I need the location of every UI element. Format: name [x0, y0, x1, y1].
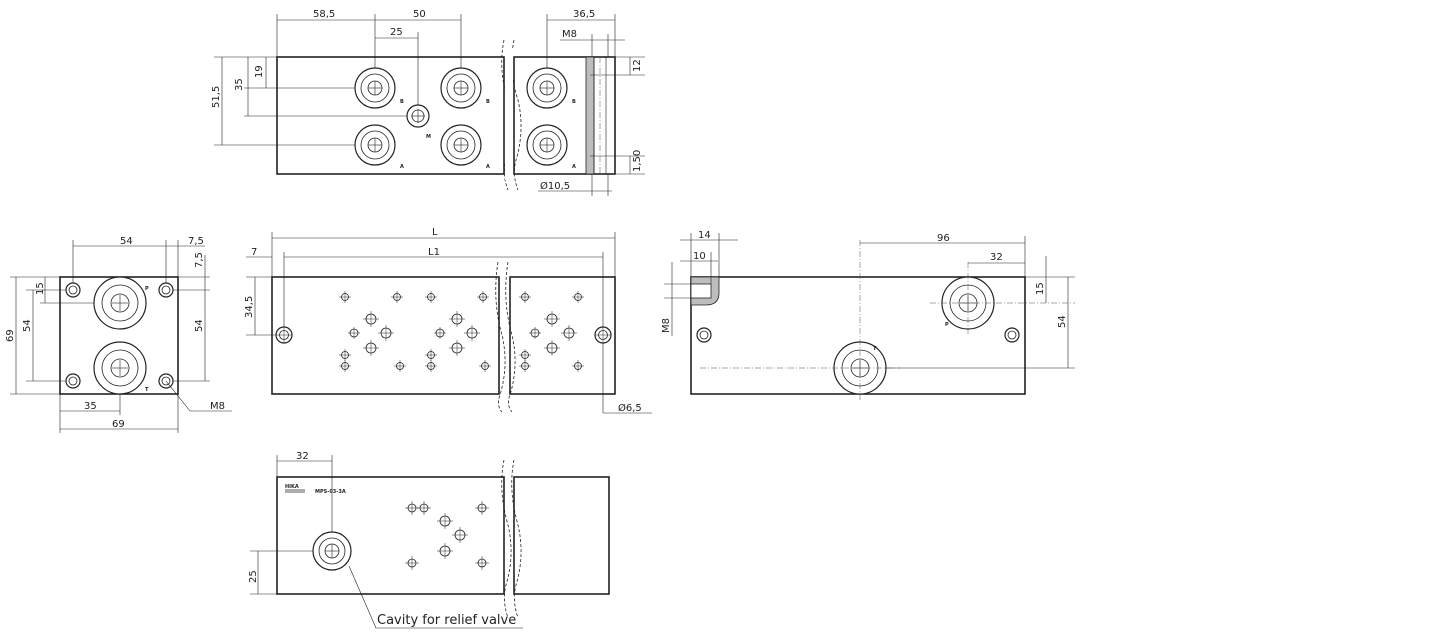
dim-96: 96 [937, 233, 950, 244]
port-t [93, 341, 147, 395]
dim-19: 19 [254, 65, 265, 78]
port-a-2 [440, 124, 482, 166]
port-b-2 [440, 67, 482, 109]
port-label-a: A [400, 164, 404, 170]
dim-35: 35 [234, 78, 245, 91]
dim-54-right: 54 [194, 319, 205, 332]
port-a-1 [354, 124, 396, 166]
port-p [93, 276, 147, 330]
mounting-hole-right [1004, 327, 1020, 343]
dim-14: 14 [698, 230, 711, 241]
port-label-b: B [572, 99, 576, 105]
top-view-hatched-section [585, 56, 595, 175]
model-label: MPS-03-3A [315, 489, 346, 495]
dim-50: 50 [413, 9, 426, 20]
dim-7-5-top: 7,5 [188, 236, 204, 247]
dim-7-5-side: 7,5 [194, 252, 205, 268]
dim-54-top: 54 [120, 236, 133, 247]
dim-34-5: 34,5 [244, 296, 255, 318]
port-label-m: M [426, 134, 431, 140]
left-view: P T 54 7,5 7,5 54 69 54 15 35 69 [5, 236, 232, 433]
port-label-a: A [486, 164, 490, 170]
port-b-1 [354, 67, 396, 109]
port-a-3 [526, 124, 568, 166]
dim-diameter-10-5: Ø10,5 [540, 180, 570, 192]
dim-15: 15 [1035, 282, 1046, 295]
mounting-hole-left [696, 327, 712, 343]
dim-25: 25 [390, 27, 403, 38]
dim-69-side: 69 [5, 329, 16, 342]
port-label-b: B [400, 99, 404, 105]
dim-15: 15 [35, 282, 46, 295]
bottom-view-body-left [276, 476, 505, 595]
mounting-hole-tr [158, 282, 174, 298]
dim-7: 7 [251, 247, 257, 258]
port-label-a: A [572, 164, 576, 170]
dim-l: L [432, 227, 438, 238]
port-label-p: P [145, 286, 149, 292]
cavity-callout: Cavity for relief valve [377, 613, 516, 628]
bottom-hole-centerlines [405, 501, 489, 570]
dim-10: 10 [693, 251, 706, 262]
port-m [406, 104, 430, 128]
port-label-t: T [873, 346, 877, 352]
svg-text:HIKA: HIKA [285, 484, 299, 490]
bottom-view-body-right [513, 476, 610, 595]
dim-69-bottom: 69 [112, 419, 125, 430]
port-b-3 [526, 67, 568, 109]
mounting-hole-tl [65, 282, 81, 298]
dim-m8: M8 [661, 318, 672, 333]
dim-m8: M8 [210, 401, 225, 412]
dim-35-bottom: 35 [84, 401, 97, 412]
dim-58-5: 58,5 [313, 9, 335, 20]
dim-32: 32 [296, 451, 309, 462]
front-view: L L1 7 34,5 Ø6,5 [244, 227, 652, 414]
hole-centerlines [276, 291, 611, 372]
port-label-p: P [945, 322, 949, 328]
front-view-body-left [271, 276, 500, 395]
dim-25: 25 [248, 570, 259, 583]
port-label-b: B [486, 99, 490, 105]
dim-m8: M8 [562, 29, 577, 40]
mounting-hole-bl [65, 373, 81, 389]
relief-valve-cavity [312, 531, 352, 571]
dim-1-50: 1,50 [632, 150, 643, 172]
dim-32: 32 [990, 252, 1003, 263]
port-label-t: T [145, 387, 149, 393]
dim-l1: L1 [428, 247, 440, 258]
top-view: B B B A A A M 58,5 50 25 36,5 M8 51,5 35 [211, 9, 645, 196]
dim-12: 12 [632, 59, 643, 72]
dim-54: 54 [1057, 315, 1068, 328]
logo: HIKA [285, 484, 305, 493]
dim-diameter-6-5: Ø6,5 [618, 402, 642, 414]
right-view: P T 14 10 M8 96 32 15 54 [661, 230, 1075, 400]
bottom-view: HIKA MPS-03-3A 32 25 Cavity for rel [248, 451, 610, 629]
dim-36-5: 36,5 [573, 9, 595, 20]
dim-54-left: 54 [22, 319, 33, 332]
dim-51-5: 51,5 [211, 86, 222, 108]
